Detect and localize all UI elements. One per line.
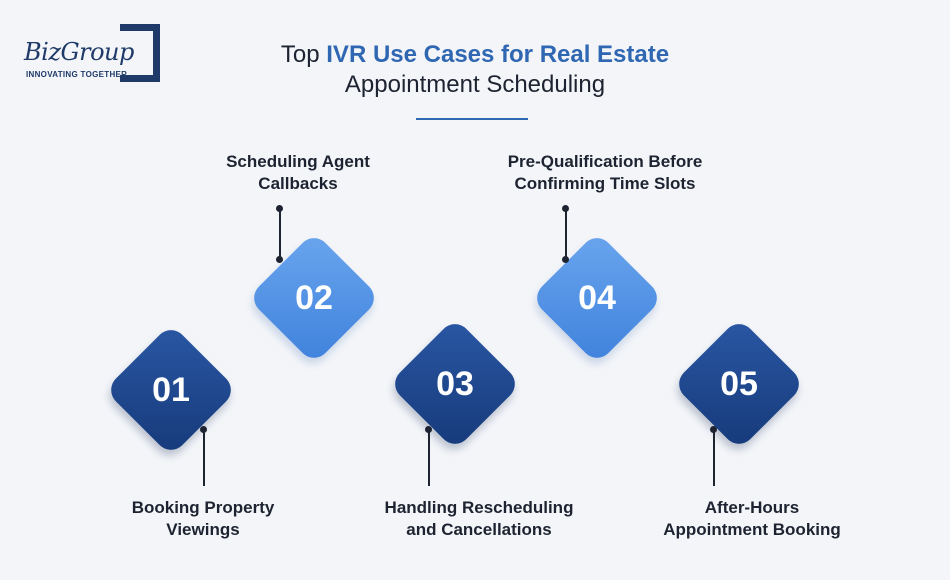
label-01: Booking Property Viewings	[131, 498, 275, 539]
logo-wordmark: BizGroup	[24, 38, 134, 66]
title-underline	[416, 118, 528, 120]
connector-dot-01	[200, 426, 207, 433]
logo-frame-shape	[120, 24, 160, 82]
connector-dot-05	[710, 426, 717, 433]
connector-dot-02-bottom	[276, 256, 283, 263]
connector-line-02	[279, 210, 281, 260]
title-line-2: Appointment Scheduling	[344, 71, 606, 98]
step-number-04: 04	[578, 278, 616, 317]
bizgroup-logo: BizGroup INNOVATING TOGETHER	[24, 24, 160, 86]
title-accent: IVR Use Cases for Real Estate	[326, 41, 670, 68]
page-title: Top IVR Use Cases for Real Estate Appoin…	[0, 40, 950, 100]
connector-dot-02-top	[276, 205, 283, 212]
logo-tagline: INNOVATING TOGETHER	[26, 70, 128, 79]
connector-dot-04-bottom	[562, 256, 569, 263]
connector-line-05	[713, 430, 715, 486]
connector-dot-04-top	[562, 205, 569, 212]
connector-line-01	[203, 430, 205, 486]
step-number-02: 02	[295, 278, 333, 317]
label-04: Pre-Qualification Before Confirming Time…	[507, 152, 703, 193]
connector-line-04	[565, 210, 567, 260]
step-number-05: 05	[720, 364, 758, 403]
label-02: Scheduling Agent Callbacks	[226, 152, 370, 193]
connector-dot-03	[425, 426, 432, 433]
label-03: Handling Rescheduling and Cancellations	[384, 498, 574, 539]
step-number-03: 03	[436, 364, 474, 403]
label-05: After-Hours Appointment Booking	[663, 498, 841, 539]
connector-line-03	[428, 430, 430, 486]
step-number-01: 01	[152, 370, 190, 409]
title-prefix: Top	[280, 41, 327, 68]
